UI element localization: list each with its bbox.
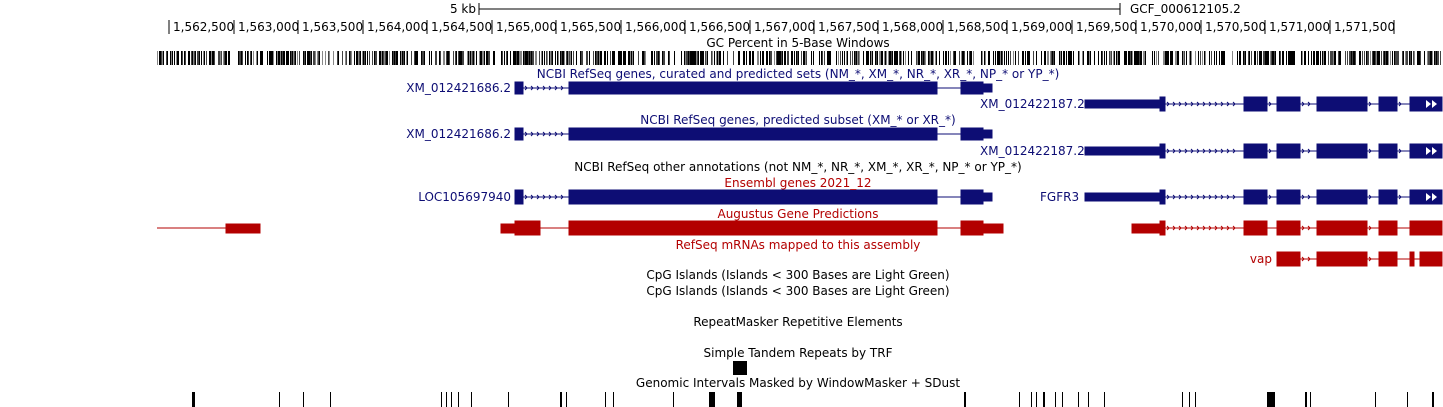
ruler-tick-label: 1,571,500: [1334, 20, 1396, 34]
ruler-tick-label: 1,568,000: [882, 20, 944, 34]
ruler-tick-label: 1,563,000: [238, 20, 300, 34]
gene-xm-012422187: [1084, 96, 1443, 112]
strand-arrows: [524, 85, 1437, 262]
gene-label-vap[interactable]: vap: [1249, 252, 1272, 266]
refseq-predicted-track[interactable]: [514, 127, 1443, 159]
scale-bar-label: 5 kb: [449, 2, 476, 16]
gene-label-xm-012422187[interactable]: XM_012422187.2: [980, 97, 1085, 111]
simple-repeat-feature[interactable]: [733, 361, 747, 375]
gene-label-fgfr3[interactable]: FGFR3: [1040, 190, 1080, 204]
track-title-refseq-mrna[interactable]: RefSeq mRNAs mapped to this assembly: [675, 238, 921, 252]
track-title-gc-percent[interactable]: GC Percent in 5-Base Windows: [706, 36, 890, 50]
ruler-tick-label: 1,565,500: [560, 20, 622, 34]
track-title-cpg-islands-2[interactable]: CpG Islands (Islands < 300 Bases are Lig…: [646, 284, 950, 298]
ensembl-track[interactable]: [514, 189, 1443, 205]
ruler-tick-label: 1,568,500: [947, 20, 1009, 34]
ruler-tick-label: 1,564,000: [367, 20, 429, 34]
ruler-tick-label: 1,566,000: [625, 20, 687, 34]
ruler-tick-label: 1,569,000: [1011, 20, 1073, 34]
windowmasker-track[interactable]: [192, 392, 1434, 407]
gene-label-xm-012421686-predicted[interactable]: XM_012421686.2: [406, 127, 511, 141]
track-title-windowmasker[interactable]: Genomic Intervals Masked by WindowMasker…: [635, 376, 961, 390]
gene-label-xm-012421686[interactable]: XM_012421686.2: [406, 81, 511, 95]
gene-xm-012421686: [514, 81, 993, 95]
ruler-tick-label: 1,569,500: [1076, 20, 1138, 34]
ruler-tick-label: 1,571,000: [1269, 20, 1331, 34]
refseq-mrna-track[interactable]: [1276, 251, 1443, 267]
ruler-tick-marks: [157, 20, 1441, 34]
ruler-tick-label: 1,570,000: [1140, 20, 1202, 34]
ruler-tick-label: 1,563,500: [302, 20, 364, 34]
ruler-tick-label: 1,567,000: [754, 20, 816, 34]
track-title-repeatmasker[interactable]: RepeatMasker Repetitive Elements: [693, 315, 903, 329]
ruler-tick-label: 1,565,000: [496, 20, 558, 34]
gc-percent-track[interactable]: [157, 51, 1441, 65]
gene-label-xm-012422187-predicted[interactable]: XM_012422187.2: [980, 144, 1085, 158]
track-title-simple-repeats[interactable]: Simple Tandem Repeats by TRF: [703, 346, 893, 360]
refseq-curated-track[interactable]: [514, 81, 1443, 112]
ruler-tick-label: 1,564,500: [431, 20, 493, 34]
track-title-cpg-islands[interactable]: CpG Islands (Islands < 300 Bases are Lig…: [646, 268, 950, 282]
ruler-tick-label: 1,570,500: [1205, 20, 1267, 34]
ruler-tick-label: 1,562,500: [173, 20, 235, 34]
track-title-refseq-curated[interactable]: NCBI RefSeq genes, curated and predicted…: [536, 67, 1060, 81]
gene-label-loc105697940[interactable]: LOC105697940: [418, 190, 511, 204]
ruler-tick-label: 1,567,500: [818, 20, 880, 34]
track-title-augustus[interactable]: Augustus Gene Predictions: [717, 207, 879, 221]
track-title-refseq-predicted[interactable]: NCBI RefSeq genes, predicted subset (XM_…: [640, 113, 956, 127]
augustus-track[interactable]: [157, 220, 1443, 236]
assembly-label: GCF_000612105.2: [1130, 2, 1241, 16]
track-title-ensembl[interactable]: Ensembl genes 2021_12: [724, 176, 872, 190]
scale-bar: [478, 3, 1121, 15]
track-title-refseq-other[interactable]: NCBI RefSeq other annotations (not NM_*,…: [574, 160, 1022, 174]
ruler-tick-label: 1,566,500: [689, 20, 751, 34]
